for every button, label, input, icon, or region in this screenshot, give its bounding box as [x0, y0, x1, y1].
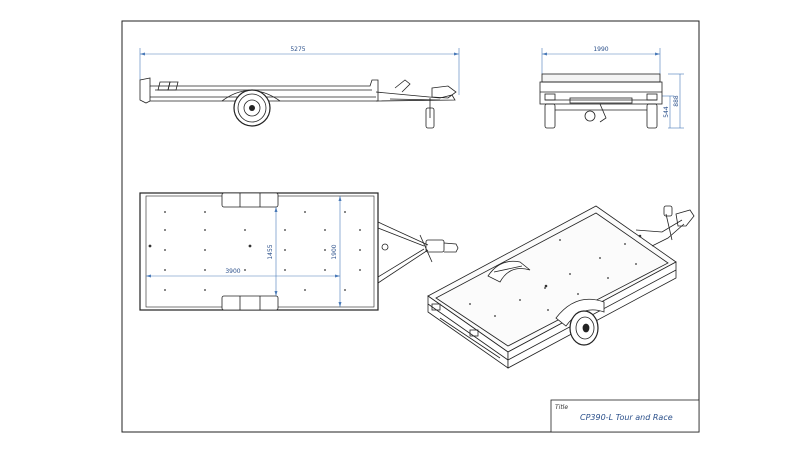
top-width-label: 1900: [331, 244, 338, 259]
top-view: 3900 1900 1455: [139, 192, 459, 311]
front-width-label: 1990: [593, 46, 608, 53]
side-length-dimension: [139, 48, 460, 95]
isometric-view: [427, 205, 695, 369]
front-height-total-label: 888: [673, 95, 680, 107]
drawing-frame: [121, 20, 700, 433]
side-wheel: [233, 89, 271, 127]
front-height-dimensions: [662, 73, 684, 129]
front-width-dimension: [541, 48, 661, 74]
side-view: 5275: [139, 46, 460, 129]
deck-rivets: [148, 211, 361, 291]
top-length-label: 3900: [225, 268, 240, 275]
top-dimensions: [146, 196, 342, 307]
title-block: Title CP390-L Tour and Race: [550, 399, 700, 433]
top-inner-width-label: 1455: [267, 244, 274, 259]
side-length-label: 5275: [290, 46, 305, 53]
title-block-name: CP390-L Tour and Race: [580, 413, 673, 422]
front-view: 1990 888 544: [539, 46, 684, 129]
title-block-label: Title: [555, 404, 568, 411]
front-height-deck-label: 544: [663, 106, 670, 118]
